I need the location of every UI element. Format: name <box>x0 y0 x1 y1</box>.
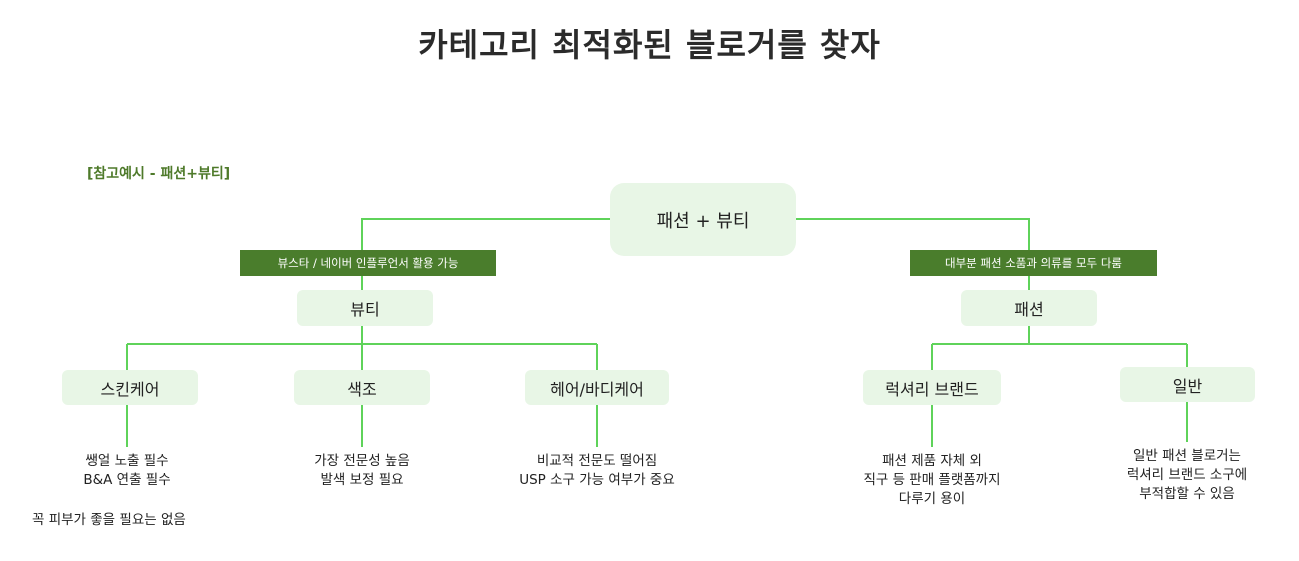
connector-root-left <box>361 218 610 250</box>
hair-body-node: 헤어/바디케어 <box>525 370 669 405</box>
page-title: 카테고리 최적화된 블로거를 찾자 <box>418 26 881 64</box>
skincare-desc: 쌩얼 노출 필수 B&A 연출 필수 <box>83 453 171 488</box>
general-desc: 일반 패션 블로거는 럭셔리 브랜드 소구에 부적합할 수 있음 <box>1126 448 1248 502</box>
connector-root-right <box>796 218 1030 250</box>
luxury-brand-node: 럭셔리 브랜드 <box>863 370 1001 405</box>
color-makeup-desc: 가장 전문성 높음 발색 보정 필요 <box>314 453 410 488</box>
fashion-node: 패션 <box>961 290 1097 326</box>
skincare-node: 스킨케어 <box>62 370 198 405</box>
skincare-note: 꼭 피부가 좋을 필요는 없음 <box>32 512 186 528</box>
luxury-brand-desc: 패션 제품 자체 외 직구 등 판매 플랫폼까지 다루기 용이 <box>863 453 1001 507</box>
root-node: 패션 + 뷰티 <box>610 183 796 256</box>
hair-body-desc: 비교적 전문도 떨어짐 USP 소구 가능 여부가 중요 <box>519 453 675 488</box>
fashion-tag: 대부분 패션 소품과 의류를 모두 다룸 <box>910 250 1157 276</box>
beauty-node: 뷰티 <box>297 290 433 326</box>
beauty-tag: 뷰스타 / 네이버 인플루언서 활용 가능 <box>240 250 496 276</box>
color-makeup-node: 색조 <box>294 370 430 405</box>
general-node: 일반 <box>1120 367 1255 402</box>
reference-label: [참고예시 - 패션+뷰티] <box>87 166 231 182</box>
